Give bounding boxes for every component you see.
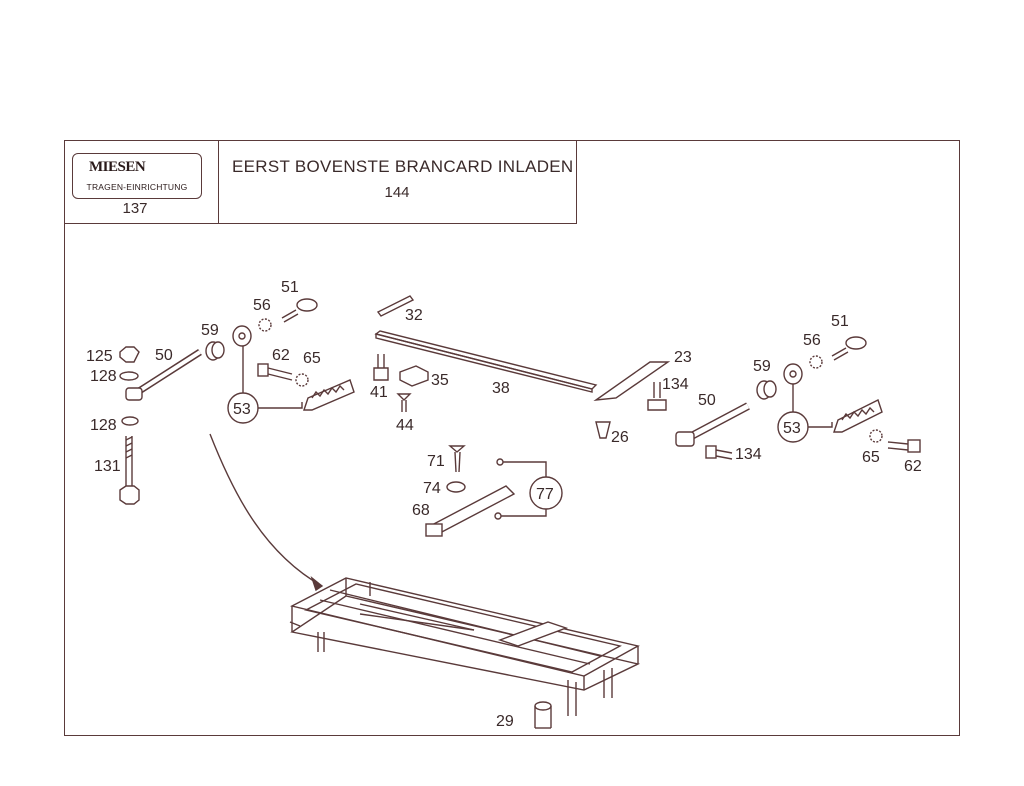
title-cell: EERST BOVENSTE BRANCARD INLADEN 144 — [218, 141, 577, 224]
parts-sheet: MIESEN TRAGEN-EINRICHTUNG 137 EERST BOVE… — [64, 140, 960, 736]
bolt-part — [647, 399, 667, 411]
callout-53: 53 — [783, 420, 801, 437]
washer-part — [121, 416, 139, 426]
callout-44: 44 — [396, 417, 414, 434]
page-title: EERST BOVENSTE BRANCARD INLADEN — [232, 157, 574, 176]
callout-128: 128 — [90, 417, 117, 434]
screw-part — [907, 439, 921, 453]
strip-part — [376, 295, 415, 317]
callout-68: 68 — [412, 502, 430, 519]
callout-59: 59 — [201, 322, 219, 339]
callout-134: 134 — [735, 446, 762, 463]
eye-bolt-part — [296, 298, 318, 312]
callout-23: 23 — [674, 349, 692, 366]
screw-part — [257, 363, 269, 377]
callout-128: 128 — [90, 368, 117, 385]
ring-part — [783, 363, 803, 385]
bolt-part — [373, 367, 389, 381]
callout-38: 38 — [492, 380, 510, 397]
callout-77: 77 — [536, 486, 554, 503]
logo-cell: MIESEN TRAGEN-EINRICHTUNG 137 — [65, 141, 219, 224]
nut-part — [119, 346, 140, 363]
page-number: 144 — [384, 184, 410, 201]
rack-part — [303, 379, 355, 411]
shaft-end-part — [125, 387, 143, 401]
plug-part — [595, 421, 611, 439]
screw-part — [396, 393, 412, 401]
callout-65: 65 — [862, 449, 880, 466]
callout-51: 51 — [831, 313, 849, 330]
bracket-part — [399, 365, 429, 387]
callout-71: 71 — [427, 453, 445, 470]
callout-62: 62 — [904, 458, 922, 475]
callout-41: 41 — [370, 384, 388, 401]
star-washer-part — [295, 373, 309, 387]
logo-number: 137 — [122, 200, 148, 217]
washer-part — [119, 371, 139, 381]
star-washer-part — [869, 429, 883, 443]
callout-56: 56 — [803, 332, 821, 349]
callout-35: 35 — [431, 372, 449, 389]
logo-subtitle: TRAGEN-EINRICHTUNG — [86, 182, 188, 192]
callout-62: 62 — [272, 347, 290, 364]
star-washer-part — [258, 318, 272, 332]
callout-51: 51 — [281, 279, 299, 296]
ring-part — [232, 325, 252, 347]
callout-circle-77 — [529, 476, 563, 510]
callout-125: 125 — [86, 348, 113, 365]
washer-part — [446, 481, 466, 493]
callout-29: 29 — [496, 713, 514, 730]
assembly-arrow — [209, 433, 323, 587]
stretcher-frame — [289, 577, 641, 716]
callout-50: 50 — [698, 392, 716, 409]
screw-part — [448, 445, 466, 453]
callout-134: 134 — [662, 376, 689, 393]
callout-131: 131 — [94, 458, 121, 475]
callout-53: 53 — [233, 401, 251, 418]
callout-65: 65 — [303, 350, 321, 367]
logo-brand: MIESEN — [89, 159, 146, 175]
miesen-logo: MIESEN TRAGEN-EINRICHTUNG — [72, 153, 202, 199]
plate-part — [593, 361, 671, 401]
callout-32: 32 — [405, 307, 423, 324]
bolt-head-part — [119, 485, 140, 505]
callout-26: 26 — [611, 429, 629, 446]
callout-56: 56 — [253, 297, 271, 314]
star-washer-part — [809, 355, 823, 369]
eye-bolt-part — [845, 336, 867, 350]
callout-74: 74 — [423, 480, 441, 497]
bolt-part — [705, 445, 717, 459]
callout-50: 50 — [155, 347, 173, 364]
pin-part — [534, 701, 552, 711]
callout-59: 59 — [753, 358, 771, 375]
